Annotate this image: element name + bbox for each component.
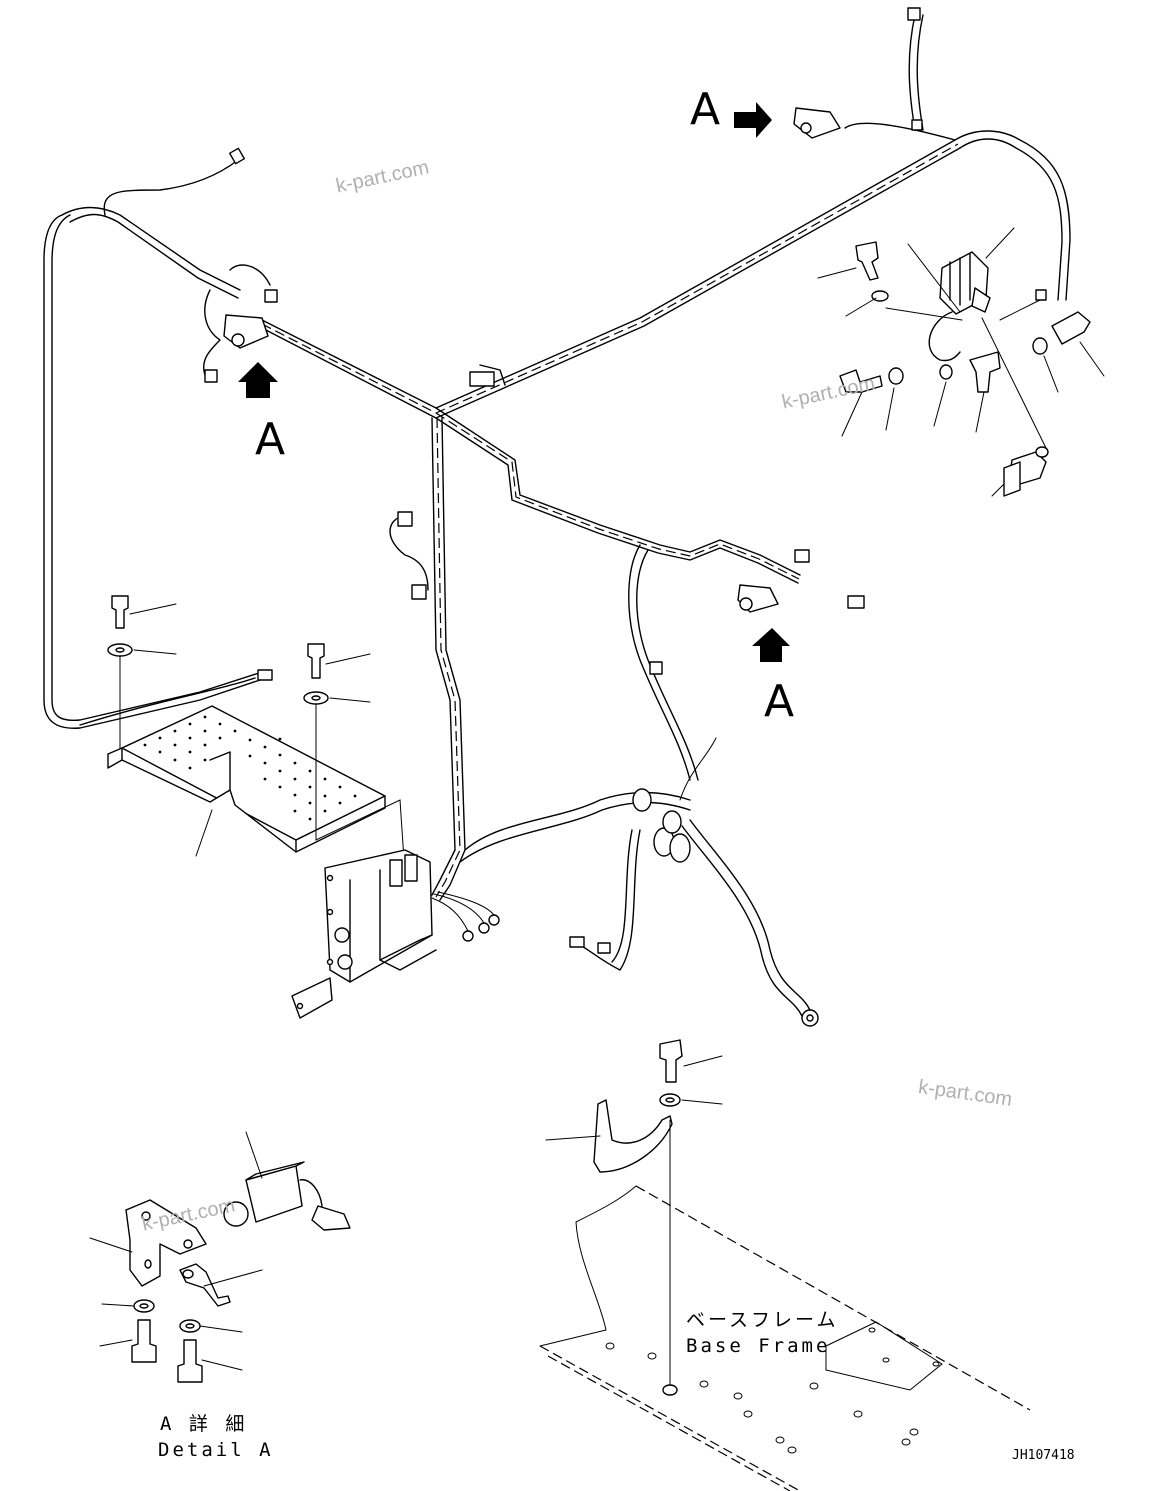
floor-plate [107, 595, 405, 861]
base-frame-label-jp: ベースフレーム [686, 1309, 839, 1331]
detail-a [89, 1131, 351, 1383]
view-arrows [238, 102, 790, 662]
base-frame-label-en: Base Frame [686, 1335, 831, 1357]
panel-bracket [291, 849, 437, 1019]
connectors [204, 7, 1047, 1027]
detail-a-label-jp: A 詳 細 [160, 1413, 248, 1435]
view-label-a-left: A [255, 414, 286, 465]
view-label-a-right: A [764, 676, 795, 727]
view-label-a-top: A [690, 84, 721, 135]
detail-a-label-en: Detail A [158, 1439, 274, 1461]
work-light-assembly [817, 227, 1105, 497]
main-harness [43, 14, 1071, 1017]
ground-strap-base-frame [539, 1039, 1031, 1491]
drawing-code: JH107418 [1012, 1448, 1075, 1463]
